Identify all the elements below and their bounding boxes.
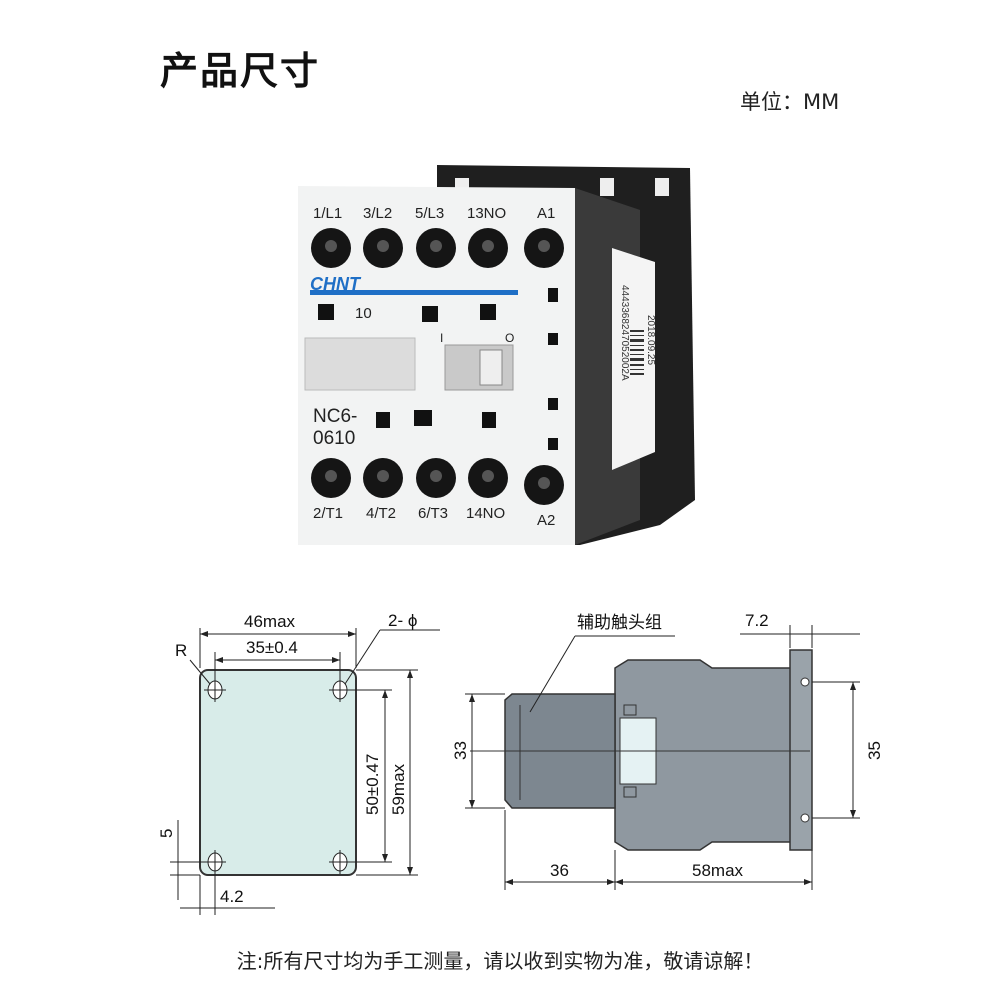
terminal-label-top-3: 5/L3 (415, 205, 444, 222)
brand-stripe (310, 290, 518, 295)
dim-edge-v: 5 (157, 829, 176, 838)
label-date: 2018.09.25 (645, 315, 656, 365)
side-slot-1 (548, 288, 558, 302)
dim-rail-width: 7.2 (745, 611, 769, 630)
disclaimer-note: 注:所有尺寸均为手工测量，请以收到实物为准，敬请谅解！ (236, 949, 764, 973)
terminal-label-bottom-1: 2/T1 (313, 505, 343, 522)
model-line-2: 0610 (313, 428, 355, 449)
aux-contact-label: 辅助触头组 (577, 613, 662, 633)
terminal-label-bottom-4: 14NO (466, 505, 505, 522)
brand-logo: CHNT (310, 274, 362, 294)
marking-label-plate (304, 337, 416, 391)
indicator-slot-4 (376, 412, 390, 428)
indicator-slot-6 (482, 412, 496, 428)
test-button (479, 349, 503, 386)
dim-hole-spacing-h: 35±0.4 (246, 638, 298, 657)
contactor-front-face (298, 186, 575, 545)
dim-width-max: 46max (244, 612, 296, 631)
terminal-label-top-1: 1/L1 (313, 205, 342, 222)
dim-edge-h: 4.2 (220, 887, 244, 906)
radius-label: R (175, 641, 187, 660)
dim-depth-max: 58max (692, 861, 744, 880)
terminal-label-top-5: A1 (537, 205, 555, 222)
page-title: 产品尺寸 (160, 49, 321, 93)
terminal-label-top-4: 13NO (467, 205, 506, 222)
dim-rail-height: 35 (865, 741, 884, 760)
terminal-label-bottom-3: 6/T3 (418, 505, 448, 522)
product-illustration: 2018.09.25 4443368247052002A CHNT 1/L1 3… (298, 165, 695, 545)
terminal-label-bottom-5: A2 (537, 512, 555, 529)
contact-rating: 10 (355, 305, 372, 322)
label-code: 4443368247052002A (619, 285, 630, 381)
side-slot-4 (548, 438, 558, 450)
indicator-slot-1 (318, 304, 334, 320)
dim-hole-spacing-v: 50±0.47 (363, 754, 382, 815)
hole-count-label: 2- ϕ (388, 611, 417, 630)
dim-aux-height: 33 (451, 741, 470, 760)
front-body-outline (199, 669, 357, 876)
dim-height-max: 59max (389, 763, 408, 815)
indicator-slot-2 (422, 306, 438, 322)
model-line-1: NC6- (313, 406, 357, 427)
mounting-slot-top-3 (655, 178, 669, 196)
switch-off-mark: O (505, 331, 514, 345)
side-slot-3 (548, 398, 558, 410)
indicator-slot-5 (414, 410, 432, 426)
side-slot-2 (548, 333, 558, 345)
terminal-label-bottom-2: 4/T2 (366, 505, 396, 522)
barcode-icon (630, 330, 644, 375)
terminal-label-top-2: 3/L2 (363, 205, 392, 222)
mounting-slot-top-2 (600, 178, 614, 196)
switch-on-mark: I (440, 331, 443, 345)
dim-aux-depth: 36 (550, 861, 569, 880)
unit-label: 单位：MM (740, 90, 840, 114)
indicator-slot-3 (480, 304, 496, 320)
